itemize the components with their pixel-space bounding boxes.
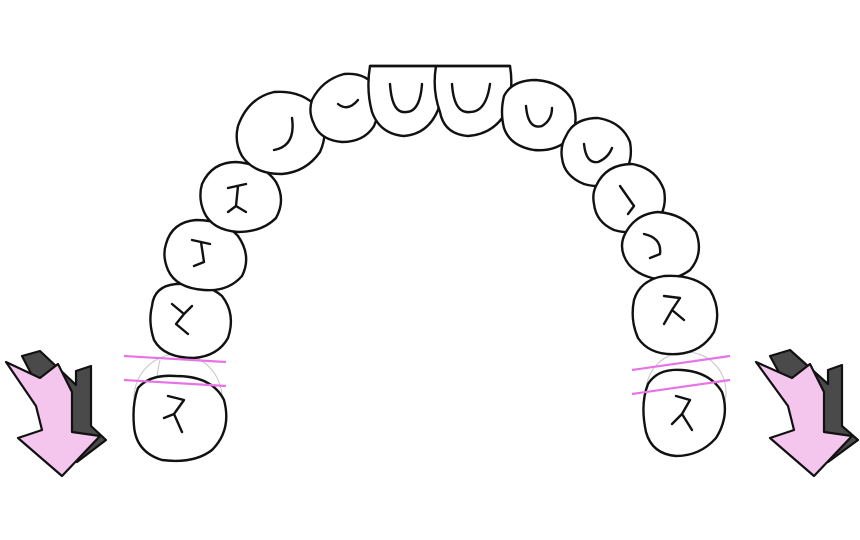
tooth-l-canine xyxy=(235,90,326,176)
tooth-r-molar-2 xyxy=(642,368,727,458)
tooth-r-molar-1 xyxy=(631,274,719,356)
tooth-l-molar-1 xyxy=(149,282,233,360)
tooth-r-premolar-2 xyxy=(620,210,701,281)
tooth-r-central-incisor xyxy=(433,64,513,138)
left-extraction-lines xyxy=(123,354,227,388)
right-extraction-lines xyxy=(631,354,731,396)
left-arrow-icon xyxy=(4,349,108,478)
right-arrow-icon xyxy=(754,348,860,478)
tooth-l-central-incisor xyxy=(367,64,442,138)
tooth-l-premolar-2 xyxy=(163,218,248,292)
tooth-l-premolar-1 xyxy=(199,160,283,234)
tooth-l-molar-2 xyxy=(132,374,228,463)
tooth-l-lateral-incisor xyxy=(309,72,380,144)
